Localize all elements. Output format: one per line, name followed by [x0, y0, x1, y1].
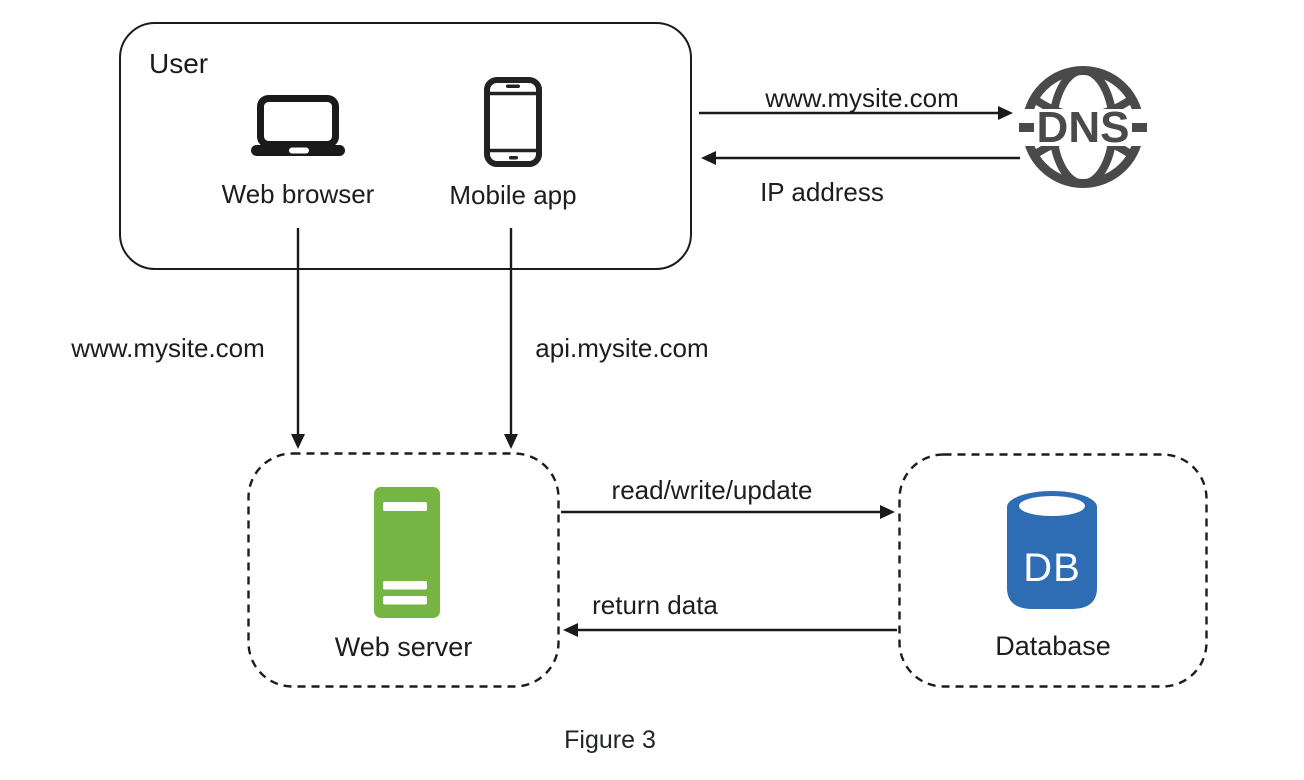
mobile-app-label: Mobile app [449, 180, 577, 210]
edge-label-app-to-server: api.mysite.com [535, 333, 709, 363]
database-cylinder-icon: DB [1007, 491, 1097, 609]
arrow-server-to-db [561, 505, 895, 519]
database-frame [898, 453, 1208, 688]
figure-caption: Figure 3 [564, 726, 656, 754]
web-server-box: Web server [247, 452, 560, 688]
edge-label-server-to-db: read/write/update [611, 475, 813, 505]
mobile-app-node: Mobile app [413, 77, 613, 211]
edge-label-user-to-dns: www.mysite.com [765, 83, 959, 113]
laptop-icon [251, 95, 345, 156]
edge-label-dns-to-user: IP address [760, 177, 884, 207]
dns-node: DNS [1014, 62, 1152, 192]
user-box-title: User [149, 48, 209, 79]
globe-icon: DNS [1014, 66, 1152, 188]
web-browser-node: Web browser [192, 95, 404, 210]
web-browser-label: Web browser [221, 179, 375, 209]
arrow-dns-to-user [701, 151, 1020, 165]
database-label: Database [995, 631, 1111, 661]
user-box: User Web browser Mobile app [119, 22, 692, 270]
arrow-db-to-server [563, 623, 897, 637]
database-box: DB Database [898, 453, 1208, 688]
server-icon [374, 487, 440, 618]
smartphone-icon [484, 77, 542, 167]
web-server-label: Web server [334, 632, 473, 662]
edge-label-browser-to-server: www.mysite.com [71, 333, 265, 363]
dns-label: DNS [1037, 103, 1130, 152]
edge-label-db-to-server: return data [592, 590, 718, 620]
web-server-frame [247, 452, 560, 688]
db-icon-label: DB [1023, 546, 1081, 590]
